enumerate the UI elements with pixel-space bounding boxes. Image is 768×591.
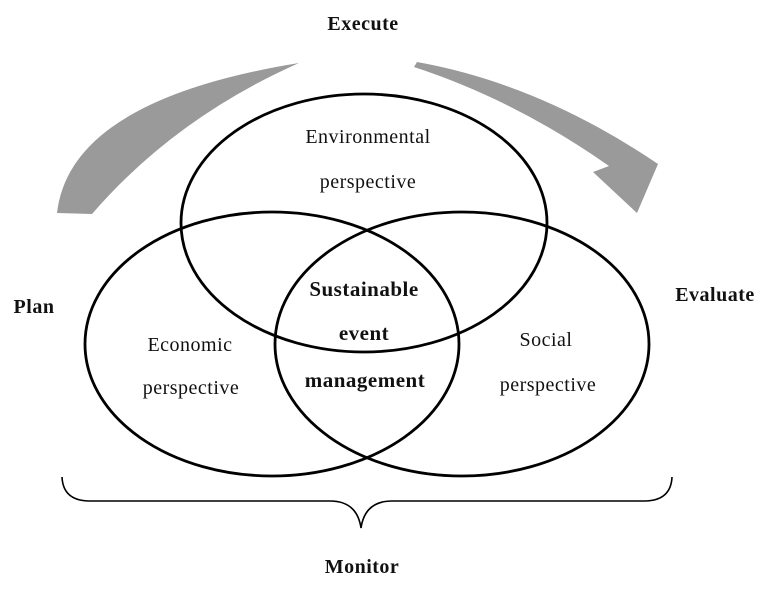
social-ellipse — [273, 210, 651, 478]
execute-label: Execute — [327, 13, 398, 35]
center-label-line1: Sustainable — [309, 277, 418, 301]
environmental-label-line1: Environmental — [305, 126, 430, 148]
cycle-arrow-right-arrowhead — [414, 62, 658, 213]
monitor-label: Monitor — [325, 556, 400, 578]
environmental-ellipse — [179, 92, 549, 354]
plan-label: Plan — [14, 296, 55, 318]
center-label-line3: management — [305, 368, 425, 392]
economic-ellipse — [83, 210, 461, 478]
cycle-arrow-left-swoosh — [57, 63, 299, 214]
center-label-line2: event — [339, 321, 389, 345]
social-label-line1: Social — [520, 329, 573, 351]
social-label-line2: perspective — [500, 374, 597, 396]
monitor-brace — [61, 476, 673, 529]
evaluate-label: Evaluate — [675, 284, 755, 306]
economic-label-line2: perspective — [143, 377, 240, 399]
economic-label-line1: Economic — [147, 334, 232, 356]
environmental-label-line2: perspective — [320, 171, 417, 193]
